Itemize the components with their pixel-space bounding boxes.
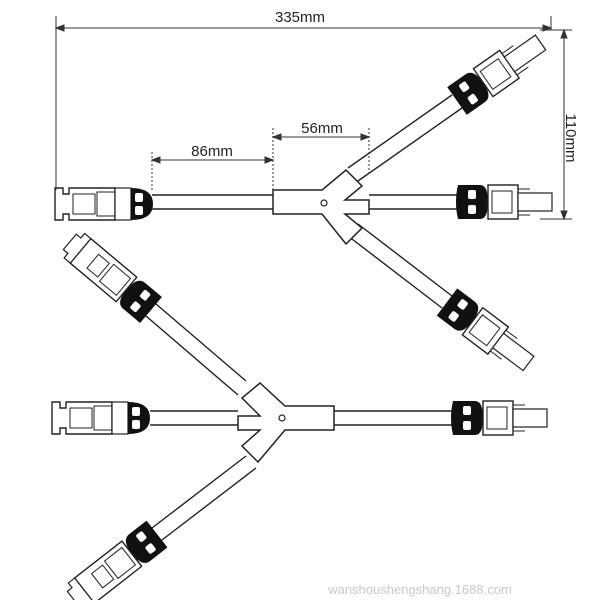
top-upper-diagonal-cable: [347, 94, 463, 182]
dimension-lead-arrow: [150, 156, 275, 164]
top-lower-diagonal-cable: [347, 223, 453, 309]
top-upper-connector: [447, 34, 547, 115]
dimension-total-length-label: 335mm: [275, 9, 325, 26]
dimension-height-label: 110mm: [562, 114, 579, 163]
dimension-center-arrow: [271, 133, 371, 141]
bottom-left-connector: [51, 401, 150, 435]
top-right-connector: [456, 184, 553, 220]
bottom-right-cable: [334, 410, 453, 426]
dimension-lead-length-label: 86mm: [191, 143, 233, 160]
watermark-text: wanshoushengshang.1688.com: [327, 582, 512, 597]
dimension-height: [540, 28, 572, 221]
dimension-center-length-label: 56mm: [301, 120, 343, 137]
bottom-lower-diagonal-cable: [151, 455, 257, 541]
bottom-branch-hub: [237, 382, 335, 464]
bottom-left-cable: [150, 410, 238, 426]
top-branch-hub: [272, 168, 370, 246]
bottom-lower-connector: [66, 520, 168, 600]
top-right-cable: [369, 194, 458, 210]
bottom-right-connector: [451, 400, 548, 436]
top-left-connector: [54, 187, 153, 221]
bottom-assembly: [51, 232, 548, 600]
bottom-upper-diagonal-cable: [145, 303, 247, 396]
top-assembly: 335mm 110mm 56mm 86mm: [54, 9, 579, 372]
bottom-upper-connector: [62, 232, 162, 324]
top-lower-connector: [436, 288, 535, 372]
top-left-cable: [152, 194, 273, 210]
